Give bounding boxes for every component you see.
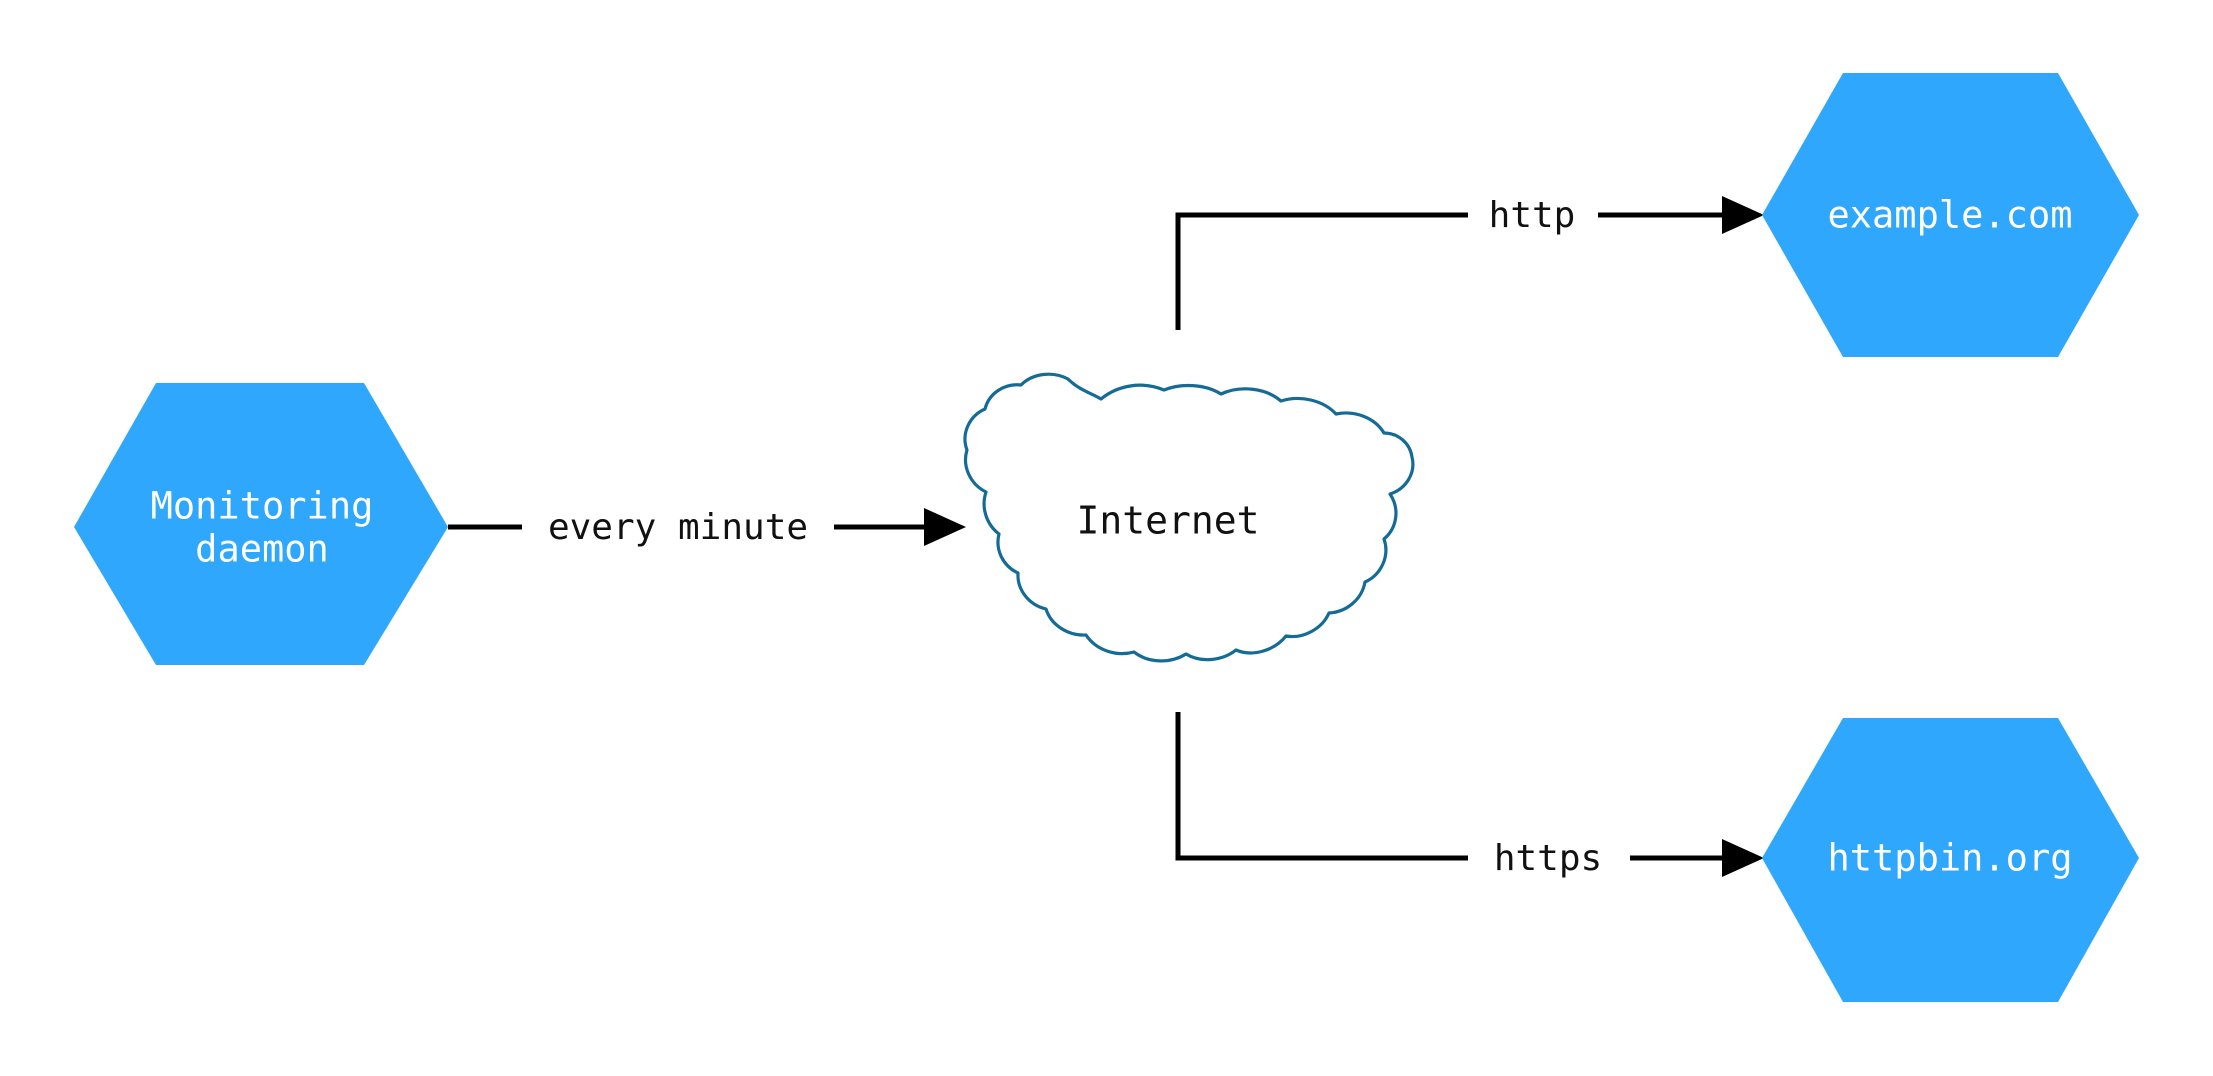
edge-line-https-elbow: [1175, 712, 1468, 861]
node-internet[interactable]: Internet: [963, 372, 1415, 663]
edge-label-every-minute: every minute: [548, 507, 808, 548]
node-label-monitoring-daemon-line1: Monitoring: [151, 485, 374, 528]
node-label-example-com: example.com: [1827, 194, 2072, 237]
node-monitoring-daemon[interactable]: Monitoring daemon: [74, 383, 448, 665]
hexagon-shape-monitoring-daemon[interactable]: [74, 383, 448, 665]
node-label-httpbin-org: httpbin.org: [1827, 837, 2072, 880]
node-label-internet: Internet: [1076, 499, 1259, 543]
hexagon-shape-httpbin-org[interactable]: [1762, 718, 2139, 1002]
arrow-head-icon-to-httpbin-org: [1722, 839, 1764, 877]
edge-internet-to-example: http: [1175, 195, 1764, 330]
edge-label-https: https: [1494, 838, 1602, 879]
node-example-com[interactable]: example.com: [1762, 73, 2139, 357]
cloud-shape-internet[interactable]: [963, 372, 1415, 663]
arrow-head-icon-to-example-com: [1722, 196, 1764, 234]
node-label-monitoring-daemon-line2: daemon: [195, 528, 329, 571]
edge-internet-to-httpbin: https: [1175, 712, 1764, 879]
arrow-head-icon-to-internet: [924, 508, 966, 546]
edge-label-http: http: [1489, 195, 1576, 236]
edge-daemon-to-internet: every minute: [448, 507, 966, 548]
hexagon-shape-example-com[interactable]: [1762, 73, 2139, 357]
node-httpbin-org[interactable]: httpbin.org: [1762, 718, 2139, 1002]
edge-line-http-elbow: [1175, 212, 1468, 330]
